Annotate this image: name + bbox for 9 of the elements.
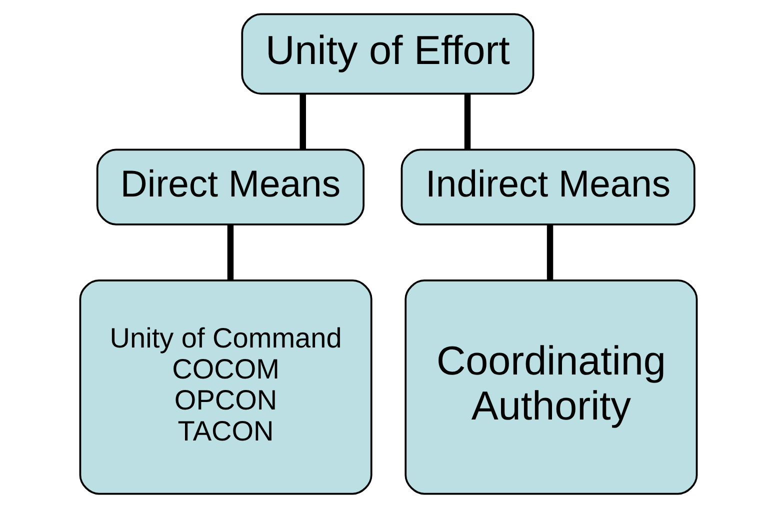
connector — [546, 224, 553, 280]
node-box: Coordinating Authority — [404, 280, 698, 495]
connector — [226, 224, 234, 280]
connector — [464, 94, 470, 150]
node-box: Direct Means — [96, 148, 364, 226]
node-box: Unity of Effort — [240, 13, 534, 95]
connector — [299, 94, 306, 150]
node-box: Indirect Means — [400, 148, 695, 226]
node-box: Unity of Command COCOM OPCON TACON — [78, 280, 372, 495]
